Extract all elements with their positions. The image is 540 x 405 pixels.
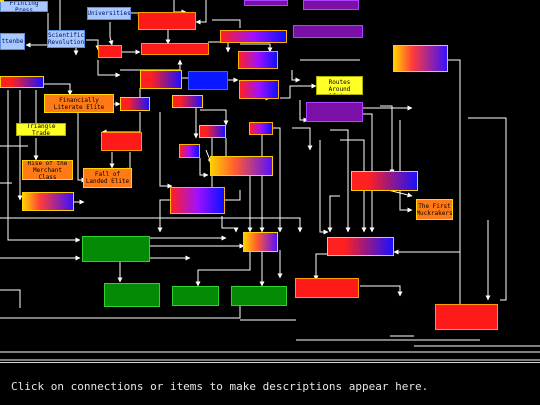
description-text: Click on connections or items to make de… [11,380,429,393]
connection[interactable] [444,59,463,311]
node-cc[interactable] [104,283,160,307]
panel-divider [0,362,540,363]
connection[interactable] [319,140,329,235]
node-x[interactable] [351,171,418,191]
connection[interactable] [0,217,303,233]
node-w[interactable] [170,187,225,214]
connection[interactable] [208,41,231,53]
node-j[interactable] [120,97,150,111]
node-m[interactable] [249,122,273,135]
node-first-muckrakers[interactable]: The First Muckrakers [416,199,453,220]
node-q[interactable] [293,25,363,38]
node-v[interactable] [210,156,273,176]
connection[interactable] [240,43,273,53]
connection[interactable] [120,59,183,71]
connection[interactable] [159,112,173,189]
connection[interactable] [0,300,241,319]
connection[interactable] [380,105,395,175]
connection[interactable] [280,83,317,99]
connection[interactable] [199,158,209,178]
connection[interactable] [101,112,141,135]
node-t[interactable] [393,45,448,72]
connection[interactable] [468,117,507,301]
node-scientific-revolution[interactable]: Scientific Revolution [47,30,85,48]
connection[interactable] [86,39,101,51]
node-g[interactable] [188,71,228,90]
node-c[interactable] [98,45,122,58]
node-trade-routes[interactable]: Trade Routes Around Africa [316,76,363,95]
connection[interactable] [393,200,461,255]
node-e[interactable] [220,30,287,43]
node-d[interactable] [141,43,209,55]
node-wittenberg[interactable]: Wittenberg [0,33,25,50]
connection[interactable] [221,216,239,233]
connection[interactable] [330,129,351,233]
node-z[interactable] [295,278,359,298]
connection[interactable] [173,0,187,15]
connection[interactable] [360,113,375,233]
connection[interactable] [292,127,313,151]
connection[interactable] [291,70,301,83]
connection[interactable] [313,253,332,281]
connection[interactable] [44,83,73,96]
node-ff[interactable] [435,304,498,330]
node-l[interactable] [199,125,226,138]
node-gg[interactable] [0,0,4,2]
connection[interactable] [299,100,309,123]
node-a[interactable] [0,76,44,88]
node-o[interactable] [244,0,288,6]
node-k[interactable] [172,95,203,108]
node-u[interactable] [22,192,74,211]
node-printing-press[interactable]: Printing Press [0,1,48,12]
node-bb[interactable] [82,236,150,262]
node-universities[interactable]: Universities [87,7,131,20]
node-p[interactable] [303,0,359,10]
node-s[interactable] [101,132,142,151]
node-b[interactable] [138,12,196,30]
connection[interactable] [340,139,367,233]
connection[interactable] [97,60,121,78]
connection[interactable] [195,0,207,25]
connection[interactable] [360,285,403,297]
connection[interactable] [25,13,49,48]
connection[interactable] [108,22,114,46]
node-i[interactable] [239,80,279,99]
connection[interactable] [232,174,253,233]
concept-map: Printing Press Universities Scientific R… [0,0,540,361]
node-n[interactable] [179,144,200,158]
node-r[interactable] [306,102,363,122]
connection[interactable] [200,109,229,126]
node-triangle-trade[interactable]: Triangle Trade [16,123,66,136]
node-ee[interactable] [231,286,287,306]
connection[interactable] [327,195,340,233]
connection[interactable] [7,90,81,243]
connection[interactable] [212,19,241,28]
connection[interactable] [0,289,21,308]
node-landed-elite[interactable]: Fall of Landed Elite [83,168,132,188]
connection[interactable] [399,120,413,213]
connection-lines [0,0,540,361]
connection[interactable] [195,252,251,287]
node-merchant-class[interactable]: Rise of the Merchant Class [22,160,73,180]
node-financially-literate[interactable]: Financially Literate Elite [44,94,114,113]
node-h[interactable] [238,51,278,69]
node-y[interactable] [327,237,394,256]
node-f[interactable] [140,70,182,89]
node-dd[interactable] [172,286,219,306]
connection[interactable] [272,127,283,233]
node-aa[interactable] [243,232,278,252]
